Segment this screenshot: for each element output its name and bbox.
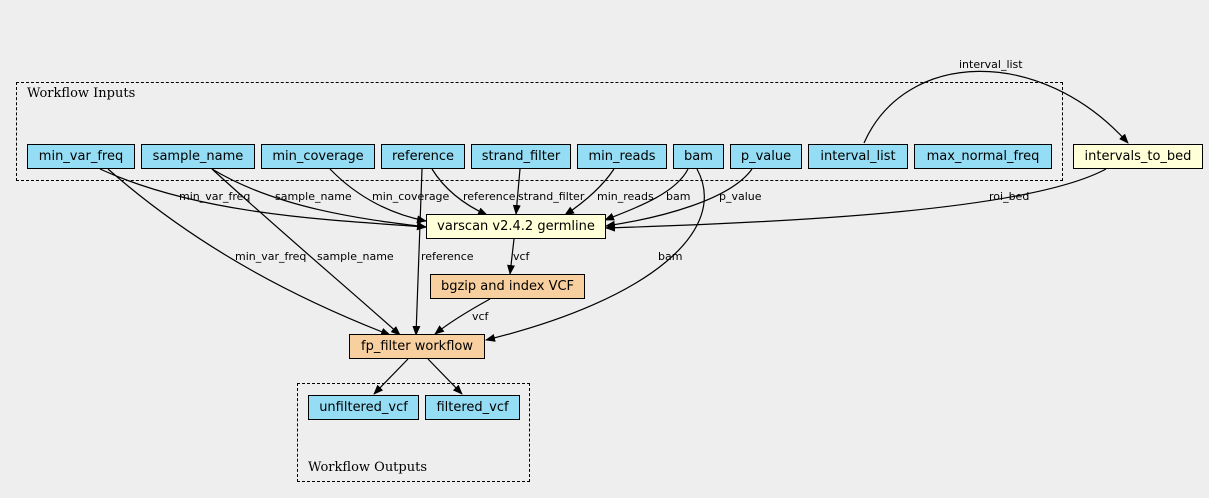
node-min-var-freq[interactable]: min_var_freq bbox=[27, 144, 135, 169]
node-bam[interactable]: bam bbox=[673, 144, 724, 169]
workflow-inputs-cluster bbox=[16, 82, 1063, 181]
edge-reference-to-varscan bbox=[431, 168, 488, 216]
edge-label-reference-varscan: reference bbox=[463, 190, 516, 203]
edge-label-roi-bed: roi_bed bbox=[989, 190, 1029, 203]
workflow-outputs-cluster bbox=[297, 383, 530, 482]
workflow-outputs-label: Workflow Outputs bbox=[308, 460, 427, 475]
edge-sample-name-to-varscan bbox=[211, 168, 427, 230]
edge-label-bam-fp: bam bbox=[658, 250, 682, 263]
node-intervals-to-bed[interactable]: intervals_to_bed bbox=[1073, 144, 1203, 169]
node-filtered-vcf[interactable]: filtered_vcf bbox=[425, 395, 520, 420]
edge-min-coverage-to-varscan bbox=[329, 168, 427, 224]
node-bgzip-and-index-vcf[interactable]: bgzip and index VCF bbox=[430, 274, 585, 299]
edge-label-reference-fp: reference bbox=[421, 250, 474, 263]
node-min-reads[interactable]: min_reads bbox=[577, 144, 667, 169]
edge-interval-list-to-intervals-to-bed bbox=[863, 70, 1129, 144]
edge-label-vcf-varscan-bgzip: vcf bbox=[513, 250, 531, 263]
edge-label-bam-varscan: bam bbox=[666, 190, 690, 203]
edge-bgzip-to-fp-filter bbox=[434, 298, 491, 335]
edge-reference-to-fp-filter bbox=[412, 168, 423, 336]
edge-label-min-coverage-varscan: min_coverage bbox=[372, 190, 450, 203]
edge-label-strand-filter-varscan: strand_filter bbox=[518, 190, 585, 203]
edge-strand-filter-to-varscan bbox=[512, 168, 521, 215]
edge-p-value-to-varscan bbox=[605, 168, 753, 229]
node-max-normal-freq[interactable]: max_normal_freq bbox=[914, 144, 1052, 169]
edge-label-min-reads-varscan: min_reads bbox=[597, 190, 654, 203]
edge-label-min-var-freq-fp: min_var_freq bbox=[235, 250, 306, 263]
edge-roi-bed-to-varscan bbox=[605, 168, 1107, 232]
edge-min-var-freq-to-fp-filter bbox=[107, 168, 391, 336]
edge-min-reads-to-varscan bbox=[564, 168, 615, 216]
node-unfiltered-vcf[interactable]: unfiltered_vcf bbox=[308, 395, 419, 420]
edge-min-var-freq-to-varscan bbox=[99, 168, 427, 231]
edge-sample-name-to-fp-filter bbox=[211, 168, 401, 336]
edge-label-sample-name-varscan: sample_name bbox=[275, 190, 352, 203]
edge-label-p-value-varscan: p_value bbox=[719, 190, 762, 203]
edge-bam-to-varscan bbox=[604, 168, 689, 221]
edge-label-interval-list: interval_list bbox=[959, 58, 1023, 71]
node-strand-filter[interactable]: strand_filter bbox=[471, 144, 571, 169]
edge-fp-filter-to-unfiltered-vcf bbox=[373, 358, 409, 395]
node-p-value[interactable]: p_value bbox=[730, 144, 802, 169]
node-interval-list[interactable]: interval_list bbox=[808, 144, 908, 169]
node-sample-name[interactable]: sample_name bbox=[141, 144, 255, 169]
edge-bam-to-fp-filter bbox=[485, 168, 705, 342]
edge-fp-filter-to-filtered-vcf bbox=[427, 358, 463, 395]
edge-label-sample-name-fp: sample_name bbox=[317, 250, 394, 263]
node-varscan-germline[interactable]: varscan v2.4.2 germline bbox=[426, 214, 606, 239]
node-min-coverage[interactable]: min_coverage bbox=[261, 144, 375, 169]
edge-label-vcf-bgzip-fp: vcf bbox=[472, 310, 490, 323]
workflow-inputs-label: Workflow Inputs bbox=[27, 86, 136, 101]
edge-label-min-var-freq-varscan: min_var_freq bbox=[179, 190, 250, 203]
node-reference[interactable]: reference bbox=[381, 144, 465, 169]
edge-varscan-to-bgzip bbox=[507, 238, 515, 275]
node-fp-filter-workflow[interactable]: fp_filter workflow bbox=[349, 334, 485, 359]
